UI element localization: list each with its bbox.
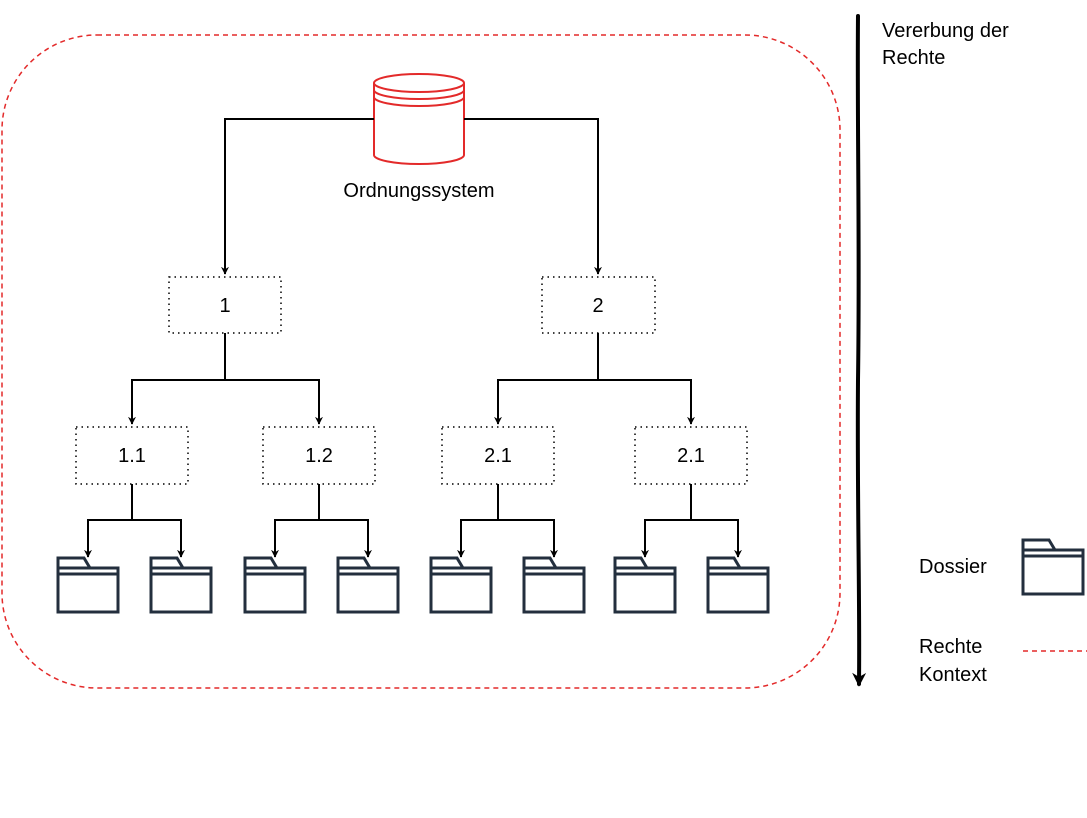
node-1-2-label: 1.2 [305,445,333,467]
node-1-1-box [75,426,189,485]
node-2-1b-label: 2.1 [677,445,705,467]
node-2-1-label: 2.1 [484,445,512,467]
folder-icon [429,556,493,614]
folder-icon [56,556,120,614]
legend-dossier-label: Dossier [919,556,987,578]
node-1-2-box [262,426,376,485]
legend-folder-icon [1021,538,1085,596]
folder-icon [706,556,770,614]
node-2-1-box [441,426,555,485]
inheritance-label-line1: Vererbung der [882,20,1009,42]
node-1-box [168,276,282,334]
connector-root-2 [464,118,602,275]
database-icon [373,73,465,165]
connectors-level2-folders [84,484,742,558]
legend-context-label-line1: Rechte [919,636,982,658]
connector-root-1 [221,118,374,275]
connectors-level1-level2 [128,333,695,425]
folder-icon [149,556,213,614]
folder-icon [522,556,586,614]
folder-icon [336,556,400,614]
root-label: Ordnungssystem [343,180,494,202]
legend-context-label-line2: Kontext [919,664,987,686]
inheritance-arrow [852,14,867,687]
folder-icon [613,556,677,614]
node-2-label: 2 [592,295,603,317]
node-2-1b-box [634,426,748,485]
folder-icon [243,556,307,614]
node-1-1-label: 1.1 [118,445,146,467]
inheritance-label-line2: Rechte [882,47,945,69]
rights-context-boundary [1,34,841,689]
node-1-label: 1 [219,295,230,317]
